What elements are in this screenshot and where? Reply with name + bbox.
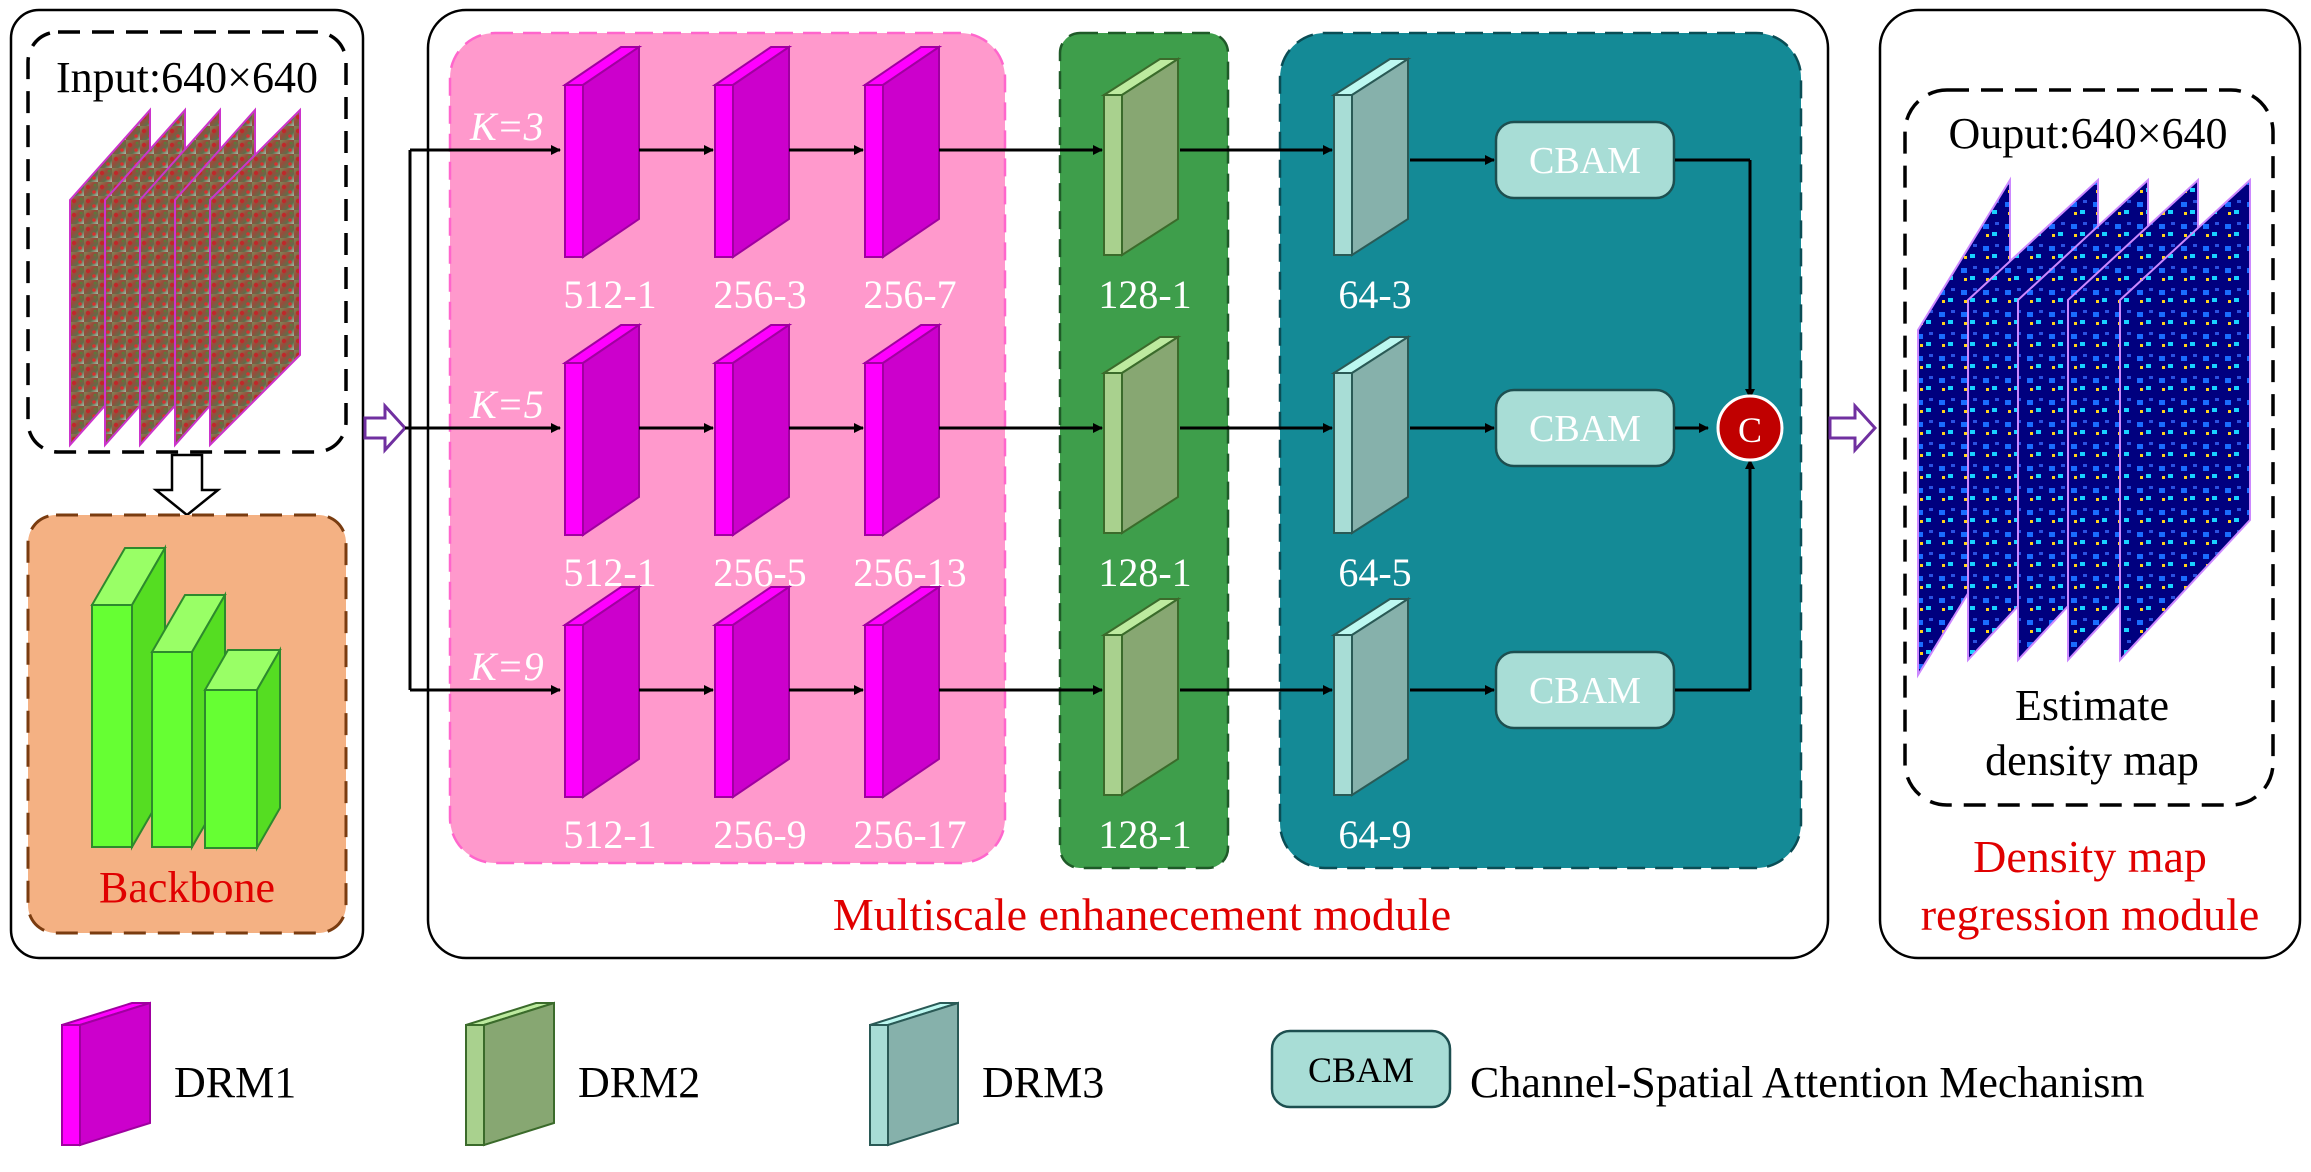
cbam-label: CBAM [1529,670,1641,712]
concat-label: C [1738,410,1762,450]
input-label: Input:640×640 [56,53,318,102]
output-label: Ouput:640×640 [1948,109,2227,158]
kernel-label: K=9 [469,644,544,689]
drm1-label: 256-5 [713,550,806,595]
output-caption-line2: density map [1985,736,2199,785]
drm2-label: 128-1 [1098,550,1191,595]
drm1-label: 512-1 [563,812,656,857]
backbone-label: Backbone [99,863,275,912]
drm3-label: 64-9 [1338,812,1411,857]
drm1-block [711,323,793,537]
branch-connector [405,145,561,695]
legend-swatch [869,1001,959,1147]
kernel-label: K=3 [469,104,544,149]
drm1-block [711,585,793,799]
cbam-box [1494,120,1676,200]
drm1-block [861,45,943,259]
cbam-label: CBAM [1529,408,1641,450]
drm1-label: 256-7 [863,272,956,317]
legend-drm3: DRM3 [869,1001,1104,1147]
drm1-label: 512-1 [563,550,656,595]
input-image-stack [69,107,301,448]
legend-label: DRM3 [982,1058,1104,1107]
multiscale-row: K=9 512-1 256-9 256-17 128-1 64-9 CBAM [469,585,1676,857]
legend-label: DRM1 [174,1058,296,1107]
legend-cbam-badge: CBAM [1308,1050,1414,1090]
multiscale-row: K=5 512-1 256-5 256-13 128-1 64-5 CBAM [469,323,1676,595]
down-arrow-icon [152,453,222,517]
legend-drm1: DRM1 [61,1001,296,1147]
backbone-blocks [90,544,282,852]
legend-label: Channel-Spatial Attention Mechanism [1470,1058,2145,1107]
drm3-label: 64-3 [1338,272,1411,317]
output-panel: Ouput:640×640 Estimate density map Densi… [1878,8,2302,960]
drm2-block [1100,57,1182,257]
drm1-block [561,585,643,799]
cbam-box [1494,650,1676,730]
drm1-label: 256-9 [713,812,806,857]
output-module-line2: regression module [1921,889,2260,940]
drm2-label: 128-1 [1098,272,1191,317]
drm3-label: 64-5 [1338,550,1411,595]
drm1-block [861,323,943,537]
drm3-block [1330,335,1412,535]
drm1-label: 256-13 [853,550,966,595]
legend-cbam-box [1270,1029,1452,1109]
legend-label: DRM2 [578,1058,700,1107]
output-arrow-icon [1828,402,1878,454]
drm1-block [711,45,793,259]
input-panel: Input:640×640 Backbone [9,8,365,960]
drm2-block [1100,597,1182,797]
drm1-label: 256-3 [713,272,806,317]
drm1-block [561,45,643,259]
multiscale-title: Multiscale enhanecement module [833,889,1451,940]
drm2-label: 128-1 [1098,812,1191,857]
drm1-label: 512-1 [563,272,656,317]
drm1-block [861,585,943,799]
legend-swatch [61,1001,151,1147]
drm2-block [1100,335,1182,535]
concat-group: C [1675,158,1784,692]
kernel-label: K=5 [469,382,544,427]
cbam-box [1494,388,1676,468]
drm3-block [1330,597,1412,797]
legend-swatch [465,1001,555,1147]
legend: DRM1 DRM2 DRM3 CBAM Channel-Spatial Attentio… [61,1001,2145,1147]
drm3-block [1330,57,1412,257]
drm1-label: 256-17 [853,812,966,857]
multiscale-row: K=3 512-1 256-3 256-7 128-1 64-3 CBAM [469,45,1676,317]
legend-drm2: DRM2 [465,1001,700,1147]
concat-icon [1716,394,1784,462]
output-module-line1: Density map [1973,831,2207,882]
legend-cbam: CBAM Channel-Spatial Attention Mechanism [1270,1029,2145,1109]
drm1-block [561,323,643,537]
right-arrow-icon [363,402,408,454]
density-map-stack [1917,176,2251,679]
cbam-label: CBAM [1529,140,1641,182]
output-caption-line1: Estimate [2015,681,2169,730]
